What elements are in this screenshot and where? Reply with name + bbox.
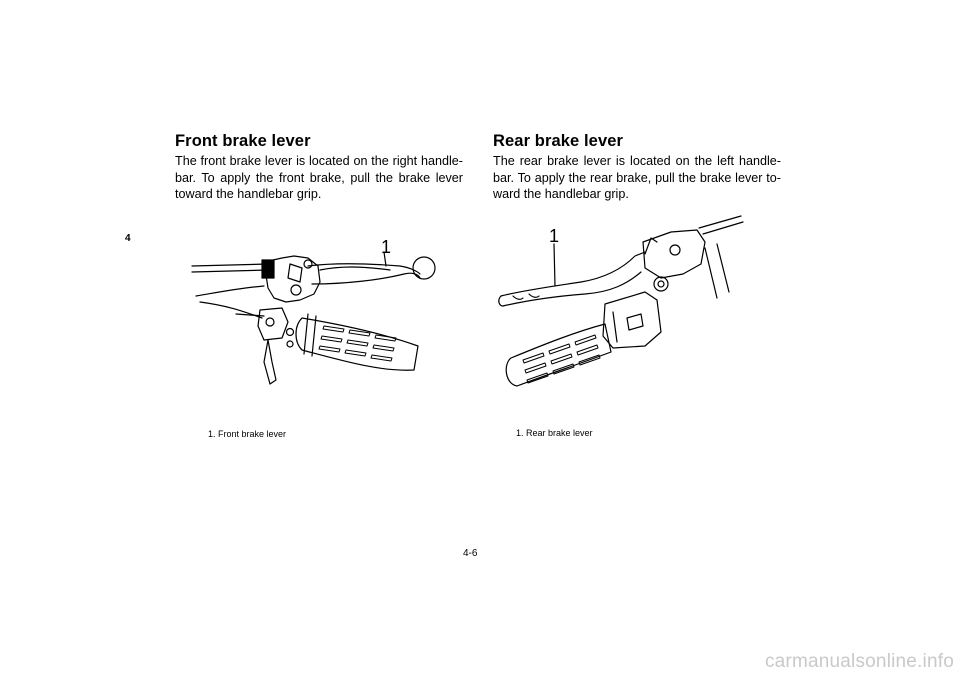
section-title-front-brake: Front brake lever <box>175 132 311 150</box>
chapter-tab: 4 <box>125 233 131 244</box>
body-line: The rear brake lever is located on the l… <box>493 154 781 168</box>
front-brake-lever-illustration: 1 <box>191 237 436 385</box>
rear-brake-lever-illustration: 1 <box>498 215 744 387</box>
body-line: The front brake lever is located on the … <box>175 154 463 168</box>
front-brake-body: The front brake lever is located on the … <box>175 153 463 203</box>
callout-number: 1 <box>381 237 391 257</box>
page-number: 4-6 <box>463 548 478 559</box>
rear-brake-body: The rear brake lever is located on the l… <box>493 153 781 203</box>
body-line: bar. To apply the front brake, pull the … <box>175 170 463 185</box>
figure-caption-front: 1. Front brake lever <box>208 429 287 439</box>
front-brake-section: Front brake lever The front brake lever … <box>175 131 463 203</box>
rear-brake-section: Rear brake lever The rear brake lever is… <box>493 131 781 203</box>
watermark: carmanualsonline.info <box>764 651 954 672</box>
body-line: bar. To apply the rear brake, pull the b… <box>493 170 781 185</box>
callout-number: 1 <box>549 226 559 246</box>
figure-caption-rear: 1. Rear brake lever <box>516 428 593 438</box>
section-title-rear-brake: Rear brake lever <box>493 132 624 150</box>
body-line: ward the handlebar grip. <box>493 187 629 201</box>
body-line: toward the handlebar grip. <box>175 187 322 201</box>
